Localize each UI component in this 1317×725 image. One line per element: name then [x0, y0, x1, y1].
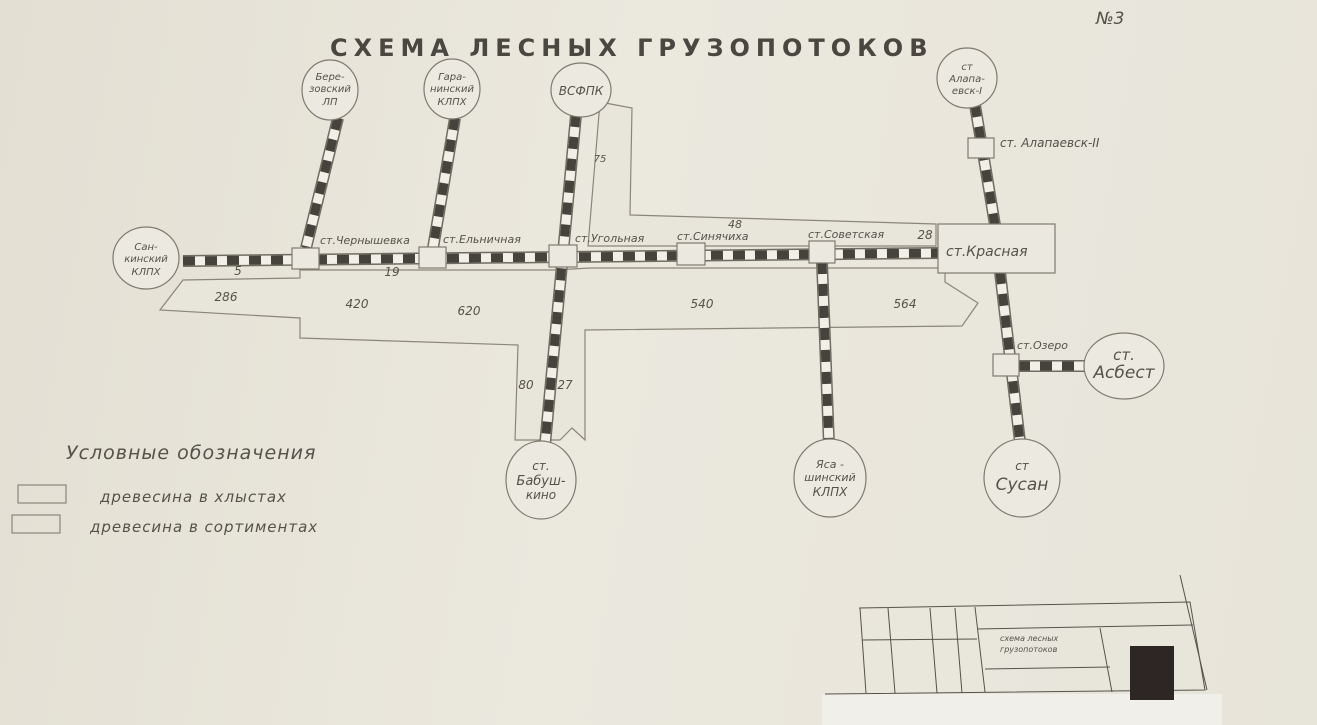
node-babushkino-label: Бабуш-: [516, 474, 565, 489]
volume-label: 48: [728, 218, 742, 231]
volume-label: 564: [894, 297, 917, 311]
station-sinyachikha-label: ст.Синячиха: [677, 230, 749, 243]
node-susan-circle: [983, 438, 1061, 518]
node-babushkino-label: ст.: [532, 459, 549, 473]
node-berezovsky-label: Бере-: [315, 72, 345, 83]
node-vsfpk-circle: [550, 62, 612, 118]
station-elnichnaya-label: ст.Ельничная: [443, 233, 521, 246]
node-babushkino-circle: [505, 440, 577, 520]
node-berezovsky-circle: [301, 59, 359, 121]
station-sinyachikha-square: [676, 242, 706, 266]
station-ugolnaya-square: [548, 244, 578, 268]
node-susan-label: ст: [1015, 459, 1030, 473]
station-chernyshevka-label: ст.Чернышевка: [320, 234, 410, 247]
node-asbest-label: Асбест: [1092, 363, 1155, 383]
station-sovetskaya-square: [808, 240, 836, 264]
node-berezovsky-label: зовский: [309, 84, 351, 95]
node-sankinsky-label: кинский: [124, 254, 168, 265]
title-block-drawing-name: схема лесных: [1000, 634, 1059, 643]
legend-title: Условные обозначения: [66, 442, 316, 464]
road-vsfpk-babushkino: [539, 114, 582, 446]
node-vsfpk-label: ВСФПК: [559, 84, 604, 98]
log-flow-band-upper: [587, 101, 937, 247]
volume-label: 19: [384, 265, 399, 279]
volume-label: 5: [234, 264, 242, 278]
node-susan-label: Сусан: [996, 475, 1049, 495]
node-yasashinsky-label: Яса -: [815, 458, 844, 471]
station-chernyshevka-square: [291, 247, 320, 270]
volume-label: 27: [557, 378, 573, 392]
node-yasashinsky-circle: [793, 438, 867, 518]
volume-label: 540: [691, 297, 714, 311]
station-ozero-label: ст.Озеро: [1017, 339, 1068, 352]
station-sovetskaya-label: ст.Советская: [808, 228, 884, 241]
title-block-drawing-name: грузопотоков: [1000, 645, 1058, 654]
node-sankinsky-label: КЛПХ: [132, 267, 162, 278]
station-alapaevsk2-square: [967, 137, 995, 159]
volume-label: 80: [518, 378, 534, 392]
node-garaninsky-circle: [423, 58, 481, 120]
station-krasnaya-label: ст.Красная: [946, 244, 1028, 260]
volume-label: 286: [215, 290, 238, 304]
road-yasashinsky: [816, 261, 835, 446]
volume-label: 75: [594, 154, 607, 165]
legend-item-assortments: древесина в сортиментах: [89, 518, 318, 536]
road-garaninsky: [427, 116, 461, 250]
legend-swatch-logs: [17, 484, 67, 504]
road-berezovsky: [300, 116, 344, 250]
volume-label: 620: [458, 304, 481, 318]
node-asbest-label: ст.: [1113, 346, 1135, 364]
volume-label: 28: [917, 228, 933, 242]
node-alapaevsk1-label: Алапа-: [948, 74, 985, 85]
node-asbest-circle: [1083, 332, 1165, 400]
sheet-number: №3: [1095, 9, 1125, 29]
node-babushkino-label: кино: [526, 488, 556, 502]
node-alapaevsk1-label: евск-I: [952, 86, 982, 97]
title-block: схема лесных грузопотоков: [822, 574, 1222, 725]
node-yasashinsky-label: шинский: [804, 471, 855, 484]
legend: Условные обозначения древесина в хлыстах…: [11, 442, 318, 536]
station-alapaevsk2-label: ст. Алапаевск-II: [1000, 136, 1100, 150]
station-krasnaya-box: [937, 223, 1056, 274]
dark-object: [1130, 646, 1174, 700]
station-ugolnaya-label: ст.Угольная: [575, 232, 645, 245]
node-alapaevsk1-circle: [936, 47, 998, 109]
legend-swatch-assortments: [11, 514, 61, 534]
diagram-title: СХЕМА ЛЕСНЫХ ГРУЗОПОТОКОВ: [330, 34, 934, 62]
station-elnichnaya-square: [418, 246, 447, 269]
node-sankinsky-circle: [112, 226, 180, 290]
road-alapaevsk: [969, 104, 1001, 226]
node-berezovsky-label: ЛП: [321, 97, 338, 108]
log-flow-band: [158, 267, 979, 442]
legend-item-logs: древесина в хлыстах: [99, 488, 287, 506]
node-alapaevsk1-label: ст: [961, 62, 973, 73]
volume-label: 420: [346, 297, 369, 311]
node-garaninsky-label: Гара-: [438, 72, 466, 83]
node-garaninsky-label: КЛПХ: [438, 97, 468, 108]
station-ozero-square: [992, 353, 1020, 377]
node-sankinsky-label: Сан-: [134, 242, 158, 253]
node-garaninsky-label: нинский: [430, 84, 475, 95]
node-yasashinsky-label: КЛПХ: [813, 485, 849, 499]
